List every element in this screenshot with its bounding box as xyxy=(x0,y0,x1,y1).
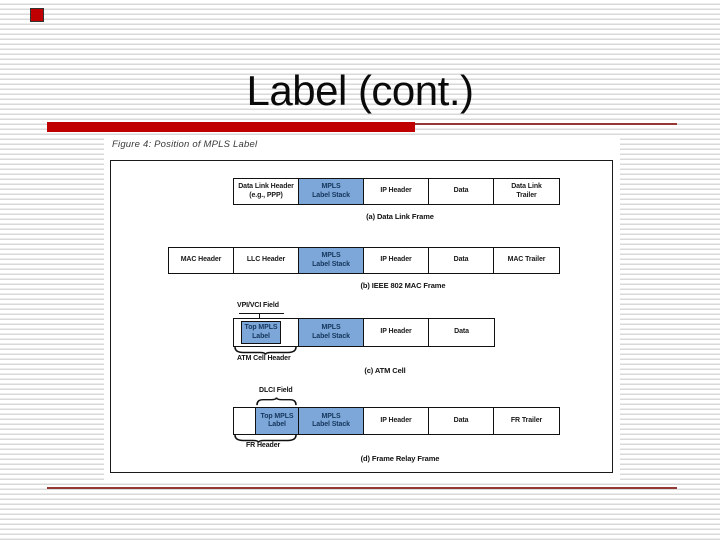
cell-data: Data xyxy=(429,248,494,273)
caption-row-a: (a) Data Link Frame xyxy=(366,212,434,221)
cell-top-mpls-label: Top MPLS Label xyxy=(241,321,281,344)
frame-row-data-link: Data Link Header (e.g., PPP) MPLS Label … xyxy=(233,178,560,205)
title-rule-thick xyxy=(47,122,415,132)
cell-mac-header: MAC Header xyxy=(169,248,234,273)
figure-caption: Figure 4: Position of MPLS Label xyxy=(112,139,258,150)
cell-data-link-trailer: Data Link Trailer xyxy=(511,183,542,199)
label-vpi-vci-field: VPI/VCI Field xyxy=(237,302,279,309)
cell-ip-header: IP Header xyxy=(364,248,429,273)
frame-row-mac: MAC Header LLC Header MPLS Label Stack I… xyxy=(168,247,560,274)
underbrace-fr-header xyxy=(234,434,297,443)
frame-row-frame-relay: Top MPLS Label MPLS Label Stack IP Heade… xyxy=(233,407,560,435)
cell-data: Data xyxy=(429,408,494,434)
cell-mac-trailer: MAC Trailer xyxy=(507,256,546,264)
caption-row-c: (c) ATM Cell xyxy=(364,366,406,375)
cell-fr-header-blank xyxy=(234,408,256,434)
cell-ip-header: IP Header xyxy=(364,408,429,434)
cell-llc-header: LLC Header xyxy=(234,248,299,273)
frame-row-atm: Top MPLS Label MPLS Label Stack IP Heade… xyxy=(233,318,495,347)
label-dlci-field: DLCI Field xyxy=(259,387,293,394)
overbrace-dlci-field xyxy=(256,397,297,406)
label-fr-header: FR Header xyxy=(246,442,281,449)
slide-title: Label (cont.) xyxy=(246,67,474,114)
cell-data: Data xyxy=(429,179,494,204)
cell-top-mpls-label: Top MPLS Label xyxy=(256,408,299,434)
vpi-pointer-line xyxy=(239,313,284,315)
cell-data-link-header: Data Link Header (e.g., PPP) xyxy=(234,179,299,204)
caption-row-b: (b) IEEE 802 MAC Frame xyxy=(360,281,446,290)
cell-data: Data xyxy=(454,328,469,336)
cell-atm-header-segment: Top MPLS Label xyxy=(234,319,299,346)
cell-ip-header: IP Header xyxy=(364,179,429,204)
cell-ip-header: IP Header xyxy=(364,319,429,346)
cell-mpls-label-stack: MPLS Label Stack xyxy=(299,248,364,273)
footer-rule xyxy=(47,487,677,489)
cell-mpls-label-stack: MPLS Label Stack xyxy=(299,179,364,204)
cell-fr-trailer: FR Trailer xyxy=(510,416,543,424)
caption-row-d: (d) Frame Relay Frame xyxy=(360,454,440,463)
corner-accent-square xyxy=(30,8,44,22)
label-atm-cell-header: ATM Cell Header xyxy=(237,355,291,362)
vpi-pointer-tick xyxy=(259,313,261,319)
cell-mpls-label-stack: MPLS Label Stack xyxy=(299,408,364,434)
cell-mpls-label-stack: MPLS Label Stack xyxy=(299,319,364,346)
underbrace-atm-cell-header xyxy=(234,346,297,355)
